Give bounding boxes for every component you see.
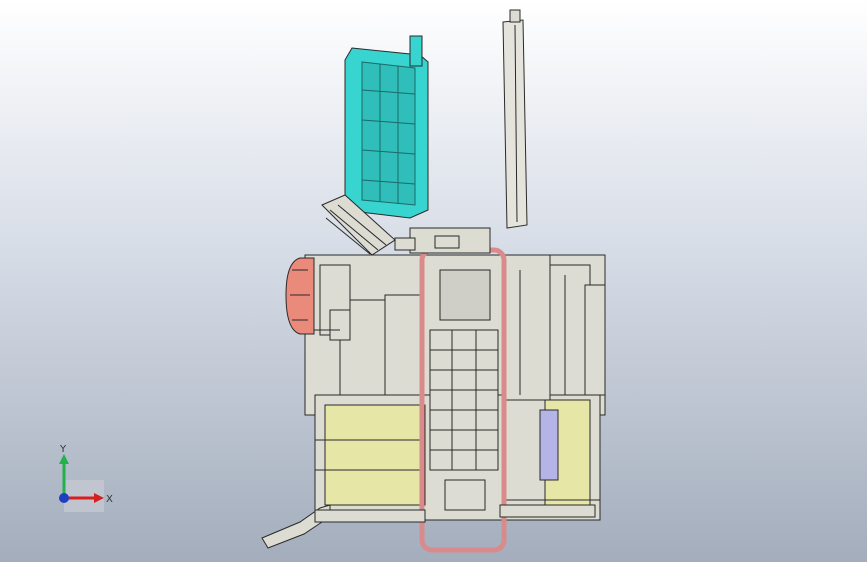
top-connector <box>394 227 491 254</box>
blower-frame <box>419 247 507 553</box>
cover-plate <box>502 9 528 229</box>
x-axis-arrow <box>94 493 104 503</box>
y-axis-label: Y <box>59 444 67 455</box>
cabin-filter <box>344 35 429 219</box>
triad-plane <box>64 480 104 512</box>
outlet-pipe <box>261 504 596 549</box>
x-axis-label: X <box>106 494 113 505</box>
grille-piece <box>321 194 396 256</box>
axis-triad: Y X <box>59 444 113 512</box>
z-axis-dot <box>59 493 69 503</box>
y-axis-arrow <box>59 454 69 464</box>
intake-ring <box>285 257 315 335</box>
